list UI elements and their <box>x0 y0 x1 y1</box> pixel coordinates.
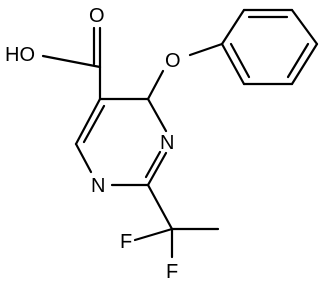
atom-label-fluorine-bottom: F <box>166 261 178 283</box>
bond-c-oh <box>41 54 102 69</box>
bond-o-phenyl <box>188 42 224 57</box>
bond-ph-4 <box>290 42 319 86</box>
atom-label-fluorine-left: F <box>120 231 132 253</box>
atom-label-ether-oxygen: O <box>165 50 181 72</box>
atom-label-carbonyl-oxygen: O <box>89 5 105 27</box>
bond-ph-3 <box>290 8 319 46</box>
bond-c4-o <box>146 69 165 101</box>
atom-label-hydroxyl: HO <box>5 44 35 66</box>
atom-label-ring-nitrogen-3: N <box>160 132 174 154</box>
bond-n1-c6 <box>74 142 93 174</box>
bond-c2-cf2 <box>146 183 174 231</box>
bond-n3-c2-b <box>144 150 162 179</box>
bond-ph-inner-3 <box>229 42 251 79</box>
bond-ph-1 <box>220 8 246 46</box>
bond-ph-inner-2 <box>286 42 310 79</box>
bond-ph-6 <box>220 42 246 86</box>
bond-n3-c2-a <box>146 151 168 187</box>
bond-c4-n3 <box>146 97 168 133</box>
atom-label-ring-nitrogen-1: N <box>91 175 105 197</box>
bond-c6-c5-b <box>82 104 106 144</box>
bond-cf2-f-left <box>133 227 174 242</box>
bond-c6-c5-a <box>74 97 102 146</box>
